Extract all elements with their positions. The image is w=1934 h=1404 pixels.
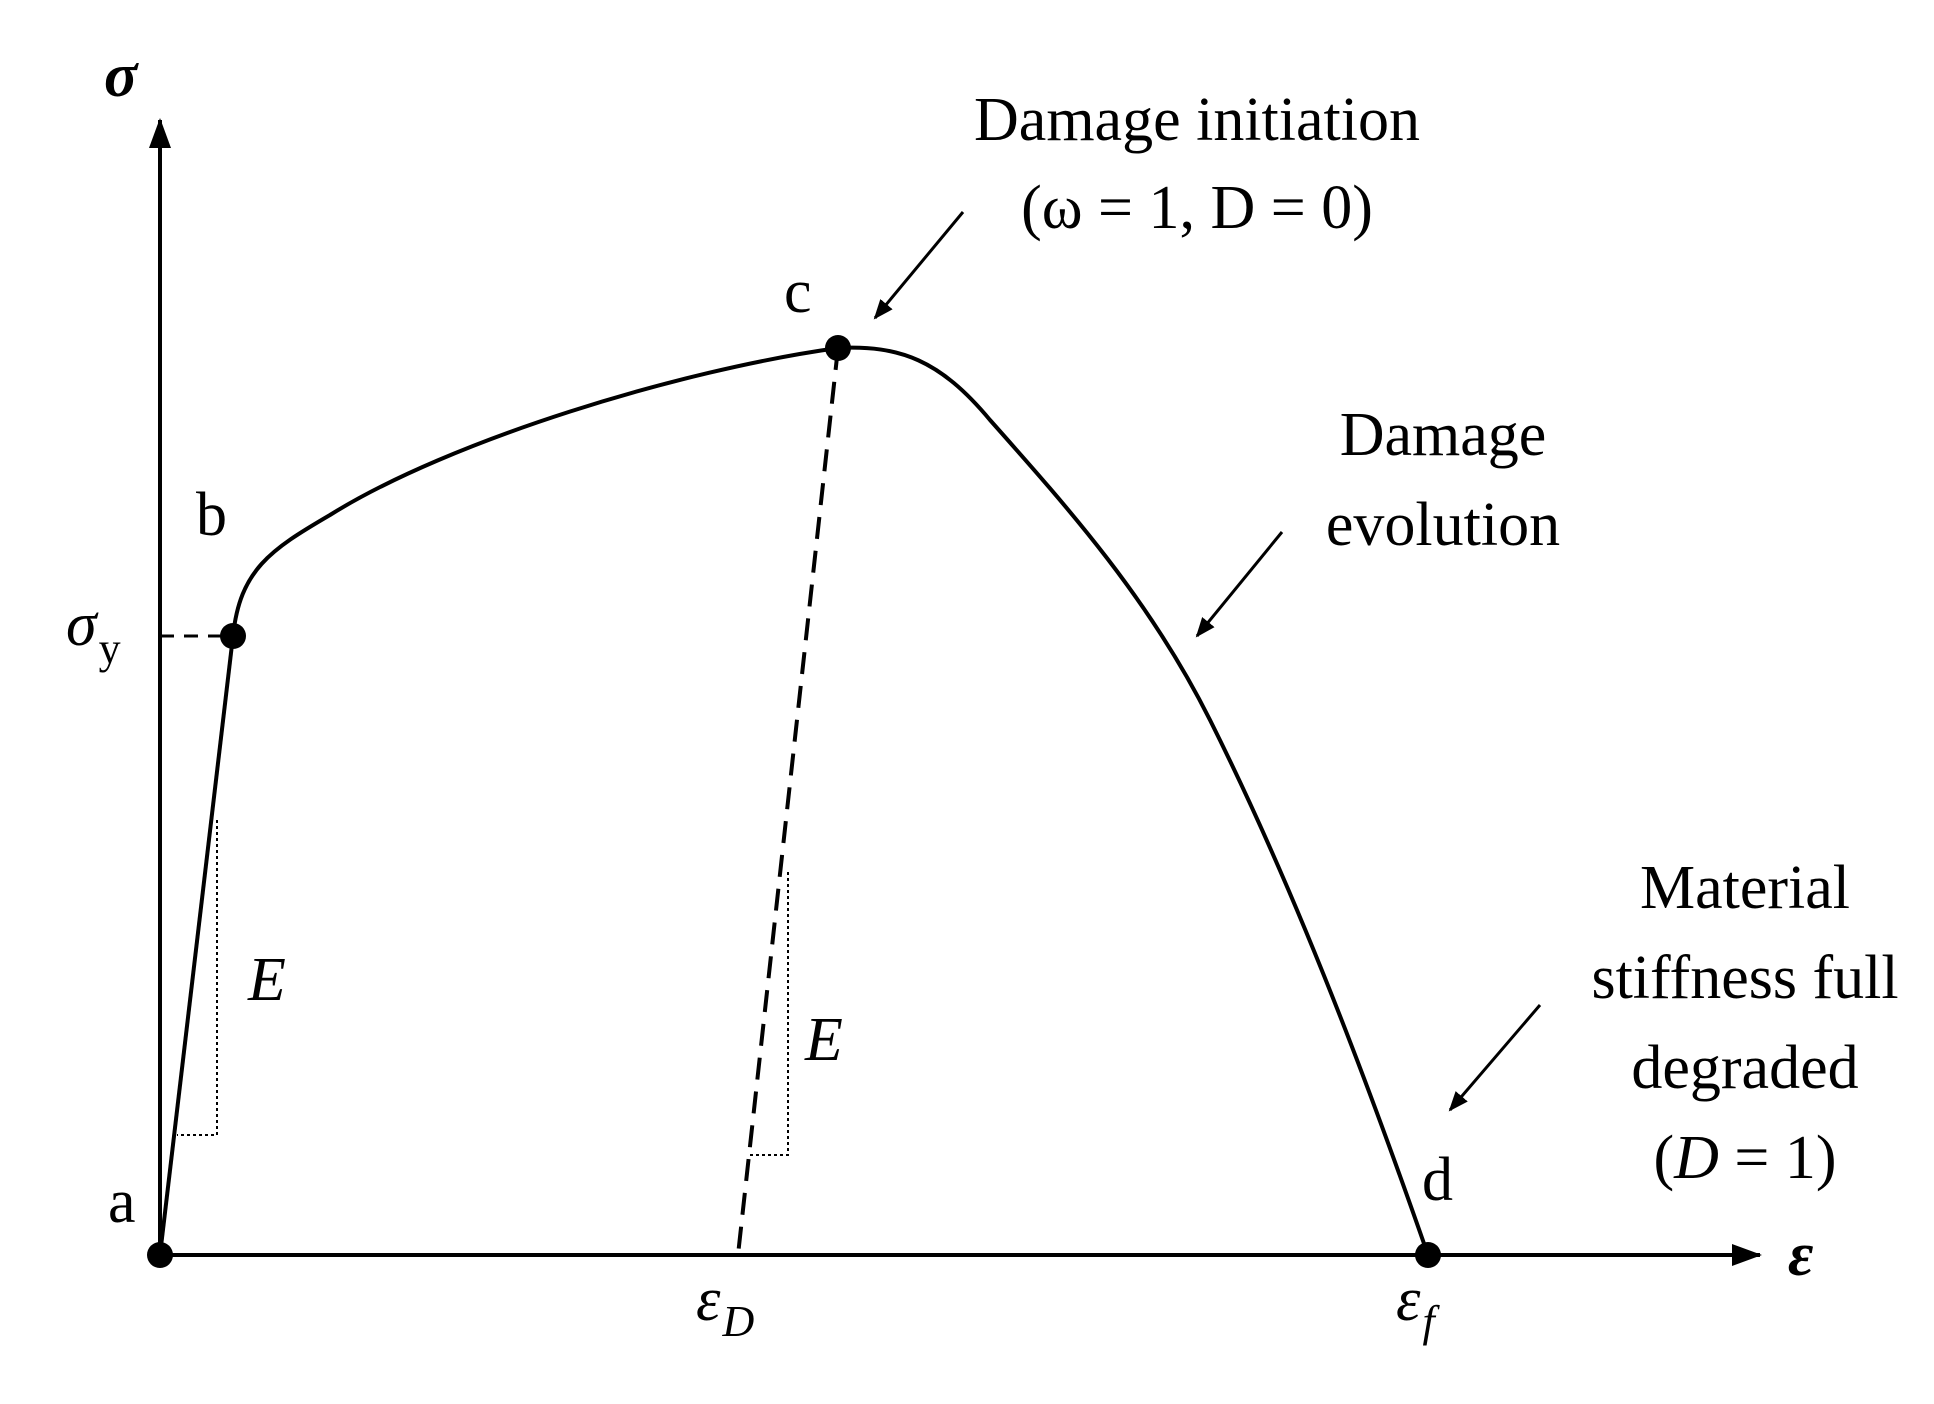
y-axis-symbol: σ — [104, 42, 139, 110]
point-a-label: a — [108, 1168, 136, 1236]
eps-D-label: εD — [696, 1266, 754, 1346]
point-b-marker — [220, 623, 246, 649]
slope-triangle-unloading — [748, 872, 789, 1156]
eps-f-label: εf — [1396, 1266, 1440, 1346]
point-c-label: c — [784, 258, 812, 326]
annotation-full-degradation-line3: degraded — [1631, 1034, 1858, 1102]
slope-label-unloading: E — [804, 1006, 843, 1074]
elastic-loading-line — [158, 635, 235, 1256]
annotation-full-degradation-line1: Material — [1640, 854, 1850, 922]
stress-strain-curve — [231, 345, 1430, 1256]
annotation-damage-evolution-line1: Damage — [1340, 401, 1547, 469]
annotation-full-degradation-line4: (D = 1) — [1653, 1124, 1836, 1192]
point-b-label: b — [196, 481, 227, 549]
annotation-damage-evolution-line2: evolution — [1326, 491, 1560, 559]
arrow-full-degradation — [1448, 1004, 1542, 1112]
x-axis-symbol: ε — [1788, 1221, 1813, 1289]
arrow-damage-initiation — [873, 211, 965, 320]
unloading-dashed-line — [736, 347, 840, 1256]
annotation-full-degradation-line2: stiffness full — [1591, 944, 1898, 1012]
annotation-damage-initiation-line2: (ω = 1, D = 0) — [1021, 174, 1373, 242]
annotation-damage-initiation-line1: Damage initiation — [974, 86, 1420, 154]
sigma-y-label: σy — [66, 591, 121, 673]
slope-triangle-loading — [177, 820, 218, 1136]
arrow-damage-evolution — [1195, 531, 1284, 638]
slope-label-loading: E — [247, 946, 286, 1014]
point-d-marker — [1415, 1242, 1441, 1268]
point-c-marker — [825, 335, 851, 361]
point-d-label: d — [1422, 1146, 1453, 1214]
point-a-marker — [147, 1242, 173, 1268]
